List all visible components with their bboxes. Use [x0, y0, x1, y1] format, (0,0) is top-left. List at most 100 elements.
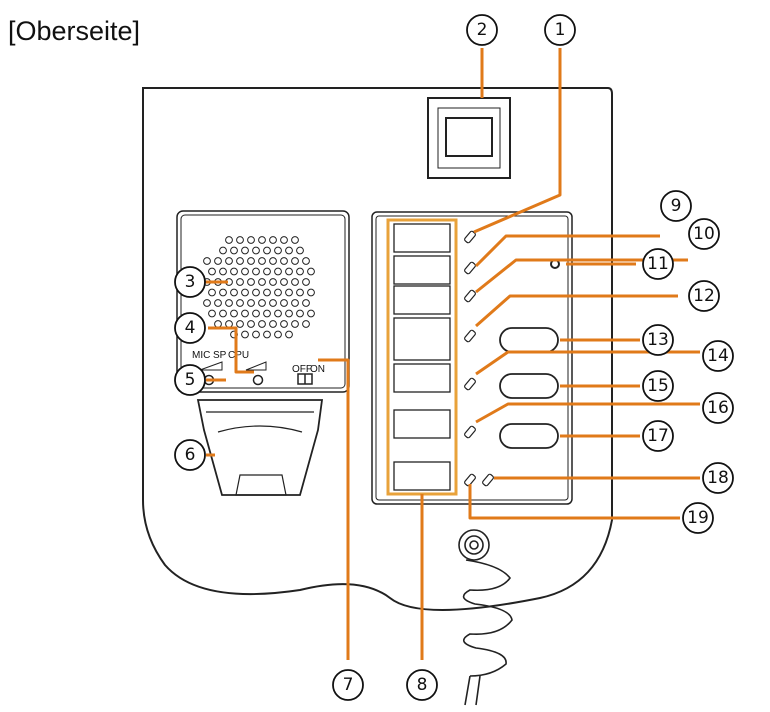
grille-hole [285, 246, 293, 255]
callout-4: 4 [174, 312, 206, 344]
callout-13: 13 [642, 324, 674, 356]
grille-hole [252, 288, 260, 297]
leader-line [474, 234, 660, 268]
grille-hole [258, 236, 266, 244]
grille-hole [274, 288, 282, 297]
grille-hole [241, 288, 249, 297]
grille-hole [285, 330, 293, 339]
grille-hole [214, 320, 222, 328]
function-key[interactable] [393, 317, 451, 361]
function-key[interactable] [393, 409, 451, 439]
callout-19: 19 [682, 502, 714, 534]
function-key[interactable] [393, 461, 451, 491]
grille-hole [252, 267, 260, 276]
callout-18: 18 [702, 462, 734, 494]
callout-11: 11 [642, 248, 674, 280]
power-switch[interactable] [297, 373, 313, 385]
callout-number: 16 [707, 398, 729, 418]
callout-number: 10 [693, 224, 715, 244]
function-key[interactable] [393, 285, 451, 315]
callout-12: 12 [688, 280, 720, 312]
grille-hole [269, 257, 277, 265]
grille-hole [241, 246, 249, 255]
grille-hole [208, 288, 216, 297]
callout-number: 19 [687, 508, 709, 528]
grille-hole [247, 236, 255, 244]
callout-number: 5 [185, 370, 196, 390]
leader-line [208, 326, 254, 374]
oval-button-17[interactable] [499, 423, 559, 449]
grille-hole [214, 299, 222, 307]
leader-line [475, 258, 688, 294]
grille-hole [208, 267, 216, 276]
grille-hole [247, 257, 255, 265]
grille-hole [296, 288, 304, 297]
grille-hole [263, 309, 271, 318]
callout-number: 17 [647, 426, 669, 446]
speaker-panel [176, 210, 350, 393]
grille-hole [269, 278, 277, 286]
function-key[interactable] [393, 255, 451, 285]
grille-hole [280, 320, 288, 328]
grille-hole [214, 257, 222, 265]
grille-hole [225, 299, 233, 307]
led-indicator [464, 230, 476, 244]
grille-hole [291, 236, 299, 244]
callout-10: 10 [688, 218, 720, 250]
callout-leaders [205, 48, 700, 660]
grille-hole [241, 267, 249, 276]
callout-17: 17 [642, 420, 674, 452]
grille-hole [219, 267, 227, 276]
led-indicator [464, 425, 476, 439]
grille-hole [307, 309, 315, 318]
callout-9: 9 [660, 190, 692, 222]
led-indicator [464, 377, 476, 391]
display-window [427, 97, 511, 179]
callout-number: 14 [707, 346, 729, 366]
grille-hole [225, 257, 233, 265]
oval-button-13[interactable] [499, 327, 559, 353]
cpu-label: CPU [228, 350, 249, 361]
function-key[interactable] [393, 363, 451, 393]
grille-hole [280, 278, 288, 286]
callout-number: 18 [707, 468, 729, 488]
grille-hole [230, 267, 238, 276]
callout-number: 1 [555, 20, 566, 40]
grille-hole [236, 278, 244, 286]
grille-hole [263, 288, 271, 297]
grille-hole [230, 288, 238, 297]
grille-hole [263, 267, 271, 276]
grille-hole [252, 246, 260, 255]
grille-hole [285, 267, 293, 276]
leader-line [473, 48, 562, 234]
grille-hole [280, 299, 288, 307]
leader-line [475, 350, 700, 376]
callout-number: 13 [647, 330, 669, 350]
grille-hole [258, 278, 266, 286]
grille-hole [307, 288, 315, 297]
callout-8: 8 [406, 669, 438, 701]
grille-hole [258, 299, 266, 307]
callout-number: 3 [185, 272, 196, 292]
oval-button-15[interactable] [499, 373, 559, 399]
off-label: OFF [292, 364, 312, 375]
grille-hole [219, 309, 227, 318]
callout-3: 3 [174, 266, 206, 298]
grille-hole [274, 267, 282, 276]
callout-number: 2 [477, 20, 488, 40]
led-indicator [464, 289, 476, 303]
callout-number: 11 [647, 254, 669, 274]
function-key[interactable] [393, 223, 451, 253]
speaker-grille [203, 236, 315, 339]
grille-hole [236, 236, 244, 244]
callout-2: 2 [466, 14, 498, 46]
grille-hole [269, 236, 277, 244]
on-label: ON [310, 364, 325, 375]
led-indicator [482, 473, 494, 487]
grille-hole [247, 299, 255, 307]
grille-hole [274, 246, 282, 255]
grille-hole [302, 257, 310, 265]
speaker-volume-control[interactable] [245, 361, 267, 386]
